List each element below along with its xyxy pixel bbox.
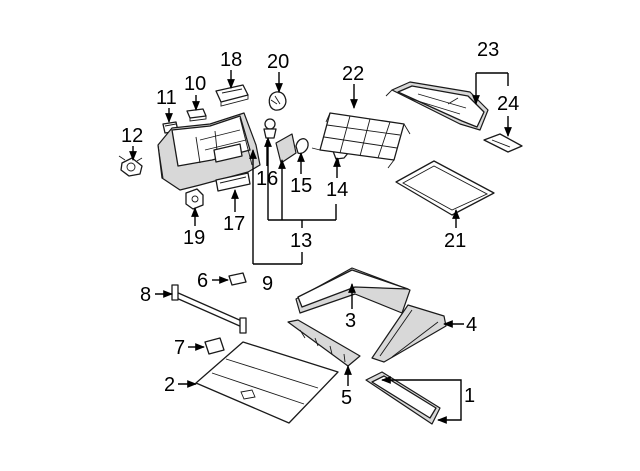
leader-lines (129, 70, 512, 424)
part-19-hook (185, 188, 204, 210)
callout-14: 14 (326, 179, 348, 201)
callout-4: 4 (466, 314, 477, 336)
part-4-side-trim (371, 304, 447, 363)
part-7-block (204, 337, 225, 355)
callout-10: 10 (184, 73, 206, 95)
callout-24: 24 (497, 93, 519, 115)
part-8-rod (171, 284, 247, 334)
callout-3: 3 (345, 310, 356, 332)
callout-21: 21 (444, 230, 466, 252)
callout-7: 7 (174, 337, 185, 359)
part-22-cargo-net (311, 112, 411, 169)
part-16-clip (263, 118, 277, 139)
callout-17: 17 (223, 213, 245, 235)
part-21-cargo-mat (395, 160, 495, 216)
callout-15: 15 (290, 175, 312, 197)
callout-19: 19 (183, 227, 205, 249)
callout-9: 9 (262, 273, 273, 295)
callout-22: 22 (342, 63, 364, 85)
callout-18: 18 (220, 49, 242, 71)
callout-8: 8 (140, 284, 151, 306)
part-5-rail (287, 319, 361, 367)
part-17-bracket (215, 172, 251, 192)
callout-12: 12 (121, 125, 143, 147)
part-15-cover (275, 133, 309, 164)
callout-labels: 1 2 3 4 5 6 7 8 9 10 11 12 13 14 15 16 1… (121, 39, 519, 409)
callout-16: 16 (256, 168, 278, 190)
part-1-scuff-plate (365, 371, 441, 425)
part-23-cargo-cover (385, 81, 489, 131)
callout-6: 6 (197, 270, 208, 292)
callout-1: 1 (464, 385, 475, 407)
part-2-floor-panel (195, 341, 339, 424)
callout-20: 20 (267, 51, 289, 73)
callout-11: 11 (156, 87, 177, 109)
callout-2: 2 (164, 374, 175, 396)
callout-23: 23 (477, 39, 499, 61)
part-10-clip (186, 108, 207, 122)
part-18-tray (215, 84, 249, 107)
part-24-bracket (483, 133, 523, 153)
part-3-sill-trim (295, 267, 411, 314)
callout-13: 13 (290, 230, 312, 252)
part-20-hook (268, 91, 287, 111)
part-6-pad (228, 272, 247, 286)
callout-5: 5 (341, 387, 352, 409)
part-9-quarter-trim-panel (157, 112, 261, 191)
part-12-fastener (118, 155, 143, 177)
